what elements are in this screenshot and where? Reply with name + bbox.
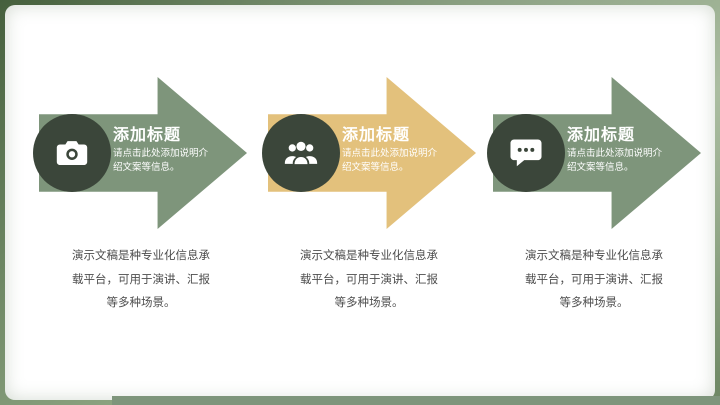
arrow-desc-placeholder[interactable]: 请点击此处添加说明介绍文案等信息。: [113, 148, 209, 174]
feature-arrow-group-3[interactable]: 添加标题 请点击此处添加说明介绍文案等信息。: [487, 77, 701, 229]
arrow-title: 添加标题: [113, 125, 182, 144]
camera-icon: [53, 134, 91, 172]
arrow-desc-placeholder[interactable]: 请点击此处添加说明介绍文案等信息。: [567, 148, 663, 174]
icon-circle: [262, 114, 340, 192]
arrow-title: 添加标题: [567, 125, 636, 144]
feature-arrow-group-1[interactable]: 添加标题 请点击此处添加说明介绍文案等信息。: [33, 77, 247, 229]
slide-background: [5, 5, 715, 400]
arrow-desc-placeholder[interactable]: 请点击此处添加说明介绍文案等信息。: [342, 148, 438, 174]
caption-text-3: 演示文稿是种专业化信息承载平台，可用于演讲、汇报等多种场景。: [525, 248, 663, 310]
arrow-title: 添加标题: [342, 125, 411, 144]
chat-bubble-icon: [507, 134, 545, 172]
caption-text-1: 演示文稿是种专业化信息承载平台，可用于演讲、汇报等多种场景。: [72, 248, 210, 310]
icon-circle: [487, 114, 565, 192]
icon-circle: [33, 114, 111, 192]
bottom-accent-bar: [112, 396, 720, 405]
feature-arrow-group-2[interactable]: 添加标题 请点击此处添加说明介绍文案等信息。: [262, 77, 476, 229]
people-icon: [282, 134, 320, 172]
caption-text-2: 演示文稿是种专业化信息承载平台，可用于演讲、汇报等多种场景。: [300, 248, 438, 310]
